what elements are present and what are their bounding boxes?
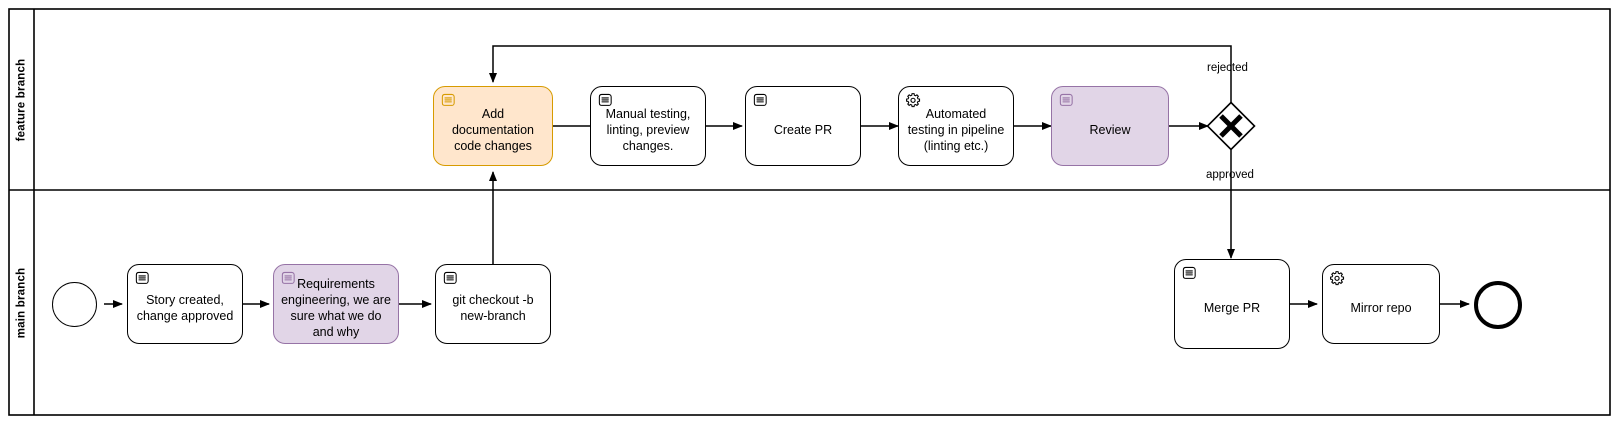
pool-outline bbox=[8, 8, 1611, 416]
start-event[interactable] bbox=[52, 282, 97, 327]
task-mirror-repo[interactable]: Mirror repo bbox=[1322, 264, 1440, 344]
flow-label-rejected-text: rejected bbox=[1207, 62, 1248, 74]
manual-task-icon bbox=[752, 92, 769, 109]
task-add-documentation[interactable]: Add documentation code changes bbox=[433, 86, 553, 166]
task-create-pr[interactable]: Create PR bbox=[745, 86, 861, 166]
task-label: Review bbox=[1089, 123, 1131, 137]
end-event[interactable] bbox=[1474, 281, 1522, 329]
flow-label-approved: approved bbox=[1206, 169, 1254, 181]
task-label: Automated testing in pipeline (linting e… bbox=[907, 107, 1005, 153]
manual-task-icon bbox=[442, 270, 459, 287]
manual-task-icon bbox=[134, 270, 151, 287]
flow-label-approved-text: approved bbox=[1206, 169, 1254, 181]
manual-task-icon bbox=[1181, 265, 1198, 282]
task-label: Mirror repo bbox=[1350, 301, 1412, 315]
task-merge-pr[interactable]: Merge PR bbox=[1174, 259, 1290, 349]
review-exclusive-gateway[interactable] bbox=[1206, 101, 1256, 151]
lane-label-main-branch: main branch bbox=[9, 190, 34, 415]
flow-label-rejected: rejected bbox=[1207, 62, 1248, 74]
task-label: Add documentation code changes bbox=[451, 107, 534, 153]
lane-label-feature-branch: feature branch bbox=[9, 9, 34, 190]
task-label: Manual testing, linting, preview changes… bbox=[605, 107, 691, 153]
lane-label-feature-branch-text: feature branch bbox=[15, 58, 28, 141]
task-git-checkout[interactable]: git checkout -b new-branch bbox=[435, 264, 551, 344]
task-review[interactable]: Review bbox=[1051, 86, 1169, 166]
task-label: Story created, change approved bbox=[136, 293, 234, 323]
task-label: Requirements engineering, we are sure wh… bbox=[281, 277, 391, 339]
task-manual-testing[interactable]: Manual testing, linting, preview changes… bbox=[590, 86, 706, 166]
lane-label-main-branch-text: main branch bbox=[15, 267, 28, 338]
service-task-icon bbox=[1329, 270, 1346, 287]
task-label: Merge PR bbox=[1203, 301, 1261, 315]
task-label: Create PR bbox=[773, 123, 833, 137]
task-requirements-engineering[interactable]: Requirements engineering, we are sure wh… bbox=[273, 264, 399, 344]
task-automated-testing[interactable]: Automated testing in pipeline (linting e… bbox=[898, 86, 1014, 166]
task-label: git checkout -b new-branch bbox=[452, 293, 534, 323]
flow-gateway-rejected-loop bbox=[489, 45, 1232, 103]
task-story-created[interactable]: Story created, change approved bbox=[127, 264, 243, 344]
manual-task-icon bbox=[1058, 92, 1075, 109]
